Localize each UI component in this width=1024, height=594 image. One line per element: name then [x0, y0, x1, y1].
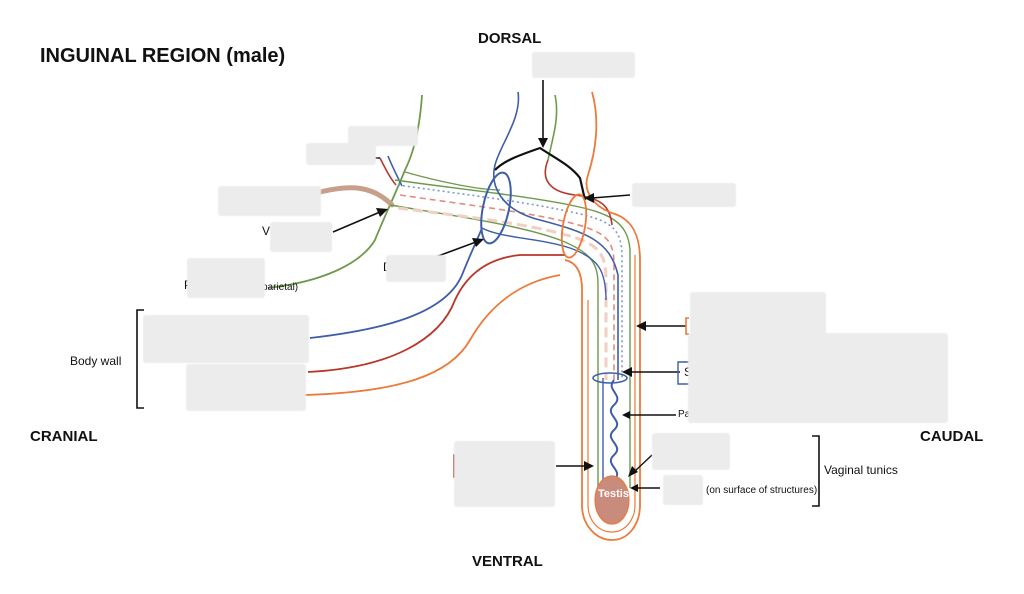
parietal-fragment: parietal): [262, 282, 299, 293]
blue-scrotal-ring: [592, 372, 628, 384]
body-wall-label: Body wall: [70, 354, 122, 368]
arrowhead-s-label: [622, 367, 632, 377]
answer-box-right-mid-1[interactable]: [690, 292, 826, 340]
answer-box-d[interactable]: [386, 255, 446, 282]
prefix-pa: Pa: [678, 409, 691, 420]
answer-box-top-left-1[interactable]: [348, 126, 418, 146]
arrowhead-upper-right-testis: [628, 466, 638, 477]
red-dorsal-line: [544, 159, 613, 226]
prefix-v: V: [262, 224, 271, 238]
green-dorsal-line: [547, 94, 558, 161]
answer-box-body-wall-2[interactable]: [186, 364, 306, 411]
orange-superficial-ring: [560, 193, 588, 259]
testis-shape: [594, 475, 630, 525]
arrowhead-d-label: [472, 238, 484, 247]
arrow-right-upper: [591, 194, 631, 199]
orange-label-marker: [685, 317, 689, 335]
arrowhead-pa-label: [622, 411, 630, 419]
red-dashed-artery: [399, 194, 615, 380]
answer-box-left-testis[interactable]: [454, 441, 555, 507]
red-layer-body-wall: [307, 254, 565, 373]
blue-deep-ring: [480, 171, 512, 245]
vaginal-tunics-bracket: [812, 435, 820, 507]
arrowhead-right-mid: [636, 321, 646, 331]
cord-lower-wall: [389, 204, 599, 380]
green-peritoneum-inner: [404, 171, 501, 191]
small-blue-vessel: [387, 155, 403, 187]
small-red-vessel: [379, 157, 397, 186]
answer-box-body-wall-1[interactable]: [143, 315, 309, 363]
arrowhead-v-label: [376, 208, 388, 217]
orange-layer-body-wall: [304, 274, 561, 396]
arrow-v-label: [332, 211, 381, 233]
vaginal-tunics-label: Vaginal tunics: [824, 463, 898, 477]
blue-dotted-vessel: [397, 184, 623, 380]
body-wall-bracket: [136, 309, 144, 409]
surface-note: (on surface of structures): [706, 485, 818, 496]
direction-caudal: CAUDAL: [920, 428, 984, 445]
pampiniform-coil: [609, 379, 619, 481]
tan-structure: [317, 185, 395, 208]
blue-layer-body-wall: [309, 227, 483, 339]
arrowhead-left-testis: [584, 461, 594, 471]
blue-tunic-dorsal: [493, 91, 619, 380]
diagram-title: INGUINAL REGION (male): [40, 45, 286, 67]
cord-upper-wall: [394, 179, 631, 370]
answer-box-tan-structure[interactable]: [218, 186, 321, 216]
arrowhead-dorsal-label: [538, 138, 548, 148]
answer-box-dorsal[interactable]: [532, 52, 635, 78]
answer-box-v[interactable]: [270, 222, 332, 252]
direction-ventral: VENTRAL: [472, 553, 543, 570]
blue-tunic-lower: [481, 227, 607, 301]
blue-label-marker: [677, 361, 690, 385]
arrow-upper-right-testis: [633, 454, 653, 473]
answer-box-p[interactable]: [187, 258, 265, 298]
answer-box-upper-right-testis[interactable]: [652, 433, 730, 470]
answer-box-v-surface[interactable]: [663, 475, 703, 505]
orange-inner-cord: [587, 255, 636, 533]
arrowhead-v-surface: [630, 484, 638, 492]
direction-dorsal: DORSAL: [478, 30, 542, 47]
testis-label: Testis: [598, 488, 629, 500]
answer-box-top-left-2[interactable]: [306, 143, 376, 165]
answer-box-right-mid-2[interactable]: [688, 333, 948, 423]
orange-outer-dorsal: [564, 91, 641, 541]
black-mesentery: [494, 146, 587, 201]
arrowhead-right-upper: [584, 193, 594, 203]
answer-box-right-upper[interactable]: [632, 183, 736, 207]
tan-dashed-ductus: [397, 206, 608, 380]
direction-cranial: CRANIAL: [30, 428, 98, 445]
